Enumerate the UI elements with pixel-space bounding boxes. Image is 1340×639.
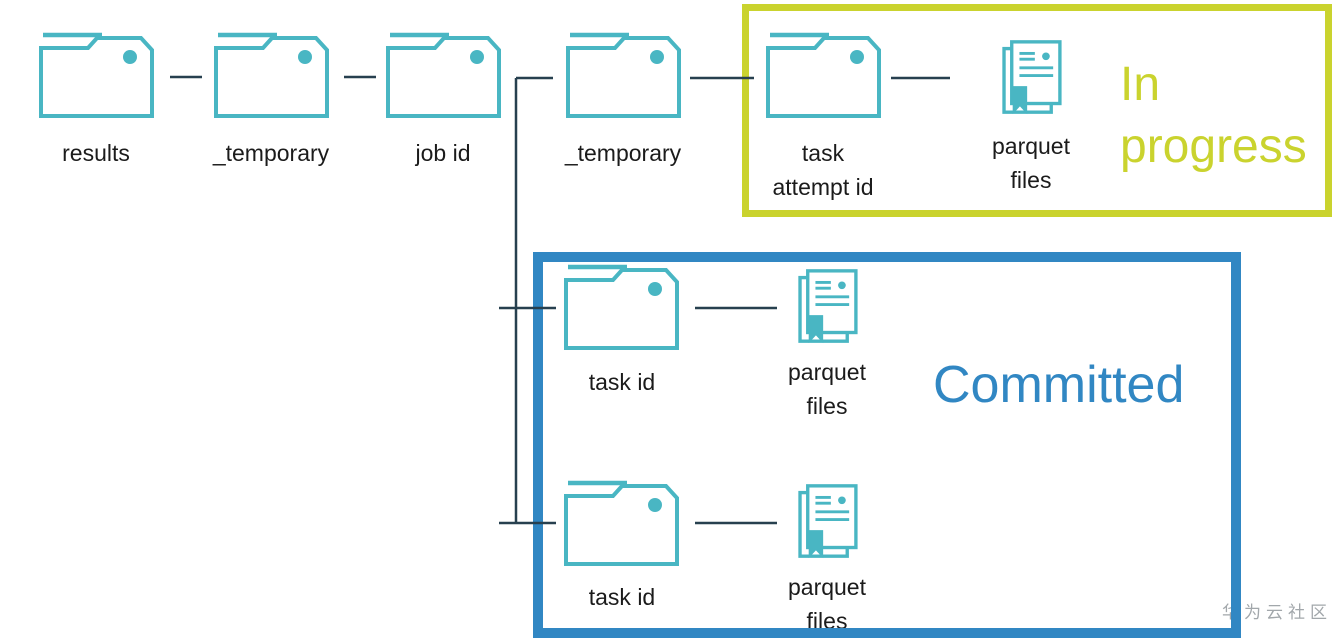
in-progress-title-line: In <box>1120 58 1161 111</box>
committed-title: Committed <box>933 356 1185 414</box>
file-label-line: parquet <box>787 359 866 385</box>
file-label-line: files <box>806 393 848 419</box>
file-label-line: parquet <box>787 574 866 600</box>
parquet-file-icon-1 <box>999 38 1063 117</box>
folder-label-job-id: job id <box>415 140 471 166</box>
folder-label-results: results <box>62 140 130 166</box>
file-label-line: files <box>1010 167 1052 193</box>
in-progress-title: In progress <box>1120 54 1307 178</box>
folder-icon-job-id <box>385 31 503 119</box>
folder-label-line: task <box>801 140 845 166</box>
folder-icon-task-attempt-id <box>765 31 883 119</box>
watermark-text: 华为云社区 <box>1222 603 1332 622</box>
folder-label-task-id-2: task id <box>588 584 656 610</box>
in-progress-title-line: progress <box>1120 120 1307 173</box>
folder-icon-task-id-1 <box>563 263 681 351</box>
folder-icon-temporary-1 <box>213 31 331 119</box>
folder-label-line: attempt id <box>772 174 874 200</box>
folder-icon-temporary-2 <box>565 31 683 119</box>
file-label-parquet-1: parquet files <box>939 129 1123 197</box>
parquet-file-icon-2 <box>795 267 859 346</box>
folder-label-task-id-1: task id <box>588 369 656 395</box>
file-label-line: parquet <box>991 133 1070 159</box>
file-label-parquet-2: parquet files <box>735 355 919 423</box>
file-label-line: files <box>806 608 848 634</box>
folder-icon-task-id-2 <box>563 479 681 567</box>
folder-label-temporary-2: _temporary <box>564 140 682 166</box>
folder-icon-results <box>38 31 156 119</box>
folder-label-task-attempt-id: task attempt id <box>731 136 915 204</box>
folder-label-temporary-1: _temporary <box>212 140 330 166</box>
file-label-parquet-3: parquet files <box>735 570 919 638</box>
parquet-file-icon-3 <box>795 482 859 561</box>
